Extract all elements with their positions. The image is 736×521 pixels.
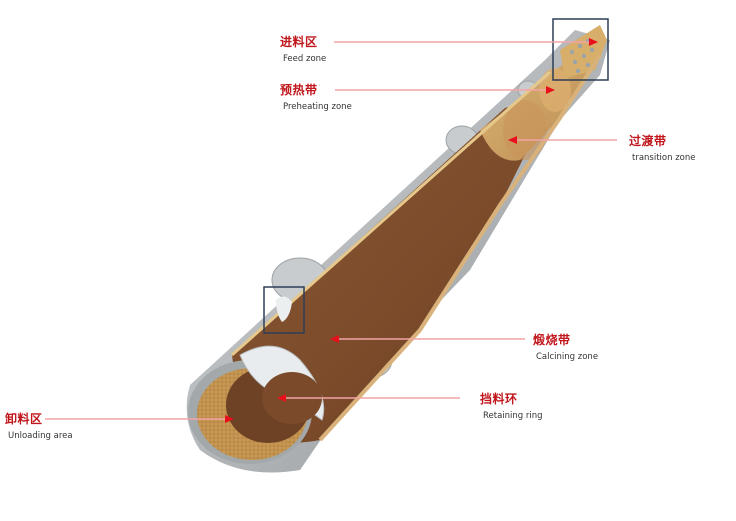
label-retaining-ring: 挡料环 Retaining ring bbox=[480, 392, 543, 422]
label-preheating-zone-cn: 预热带 bbox=[280, 83, 318, 97]
label-transition-zone-en: transition zone bbox=[632, 153, 696, 163]
label-feed-zone: 进料区 Feed zone bbox=[280, 35, 326, 65]
label-feed-zone-en: Feed zone bbox=[283, 54, 327, 64]
calcining-lining bbox=[232, 95, 555, 443]
label-calcining-zone-en: Calcining zone bbox=[536, 352, 599, 362]
feed-highlight-box bbox=[552, 18, 609, 81]
label-transition-zone: 过渡带 transition zone bbox=[629, 134, 695, 164]
label-retaining-ring-en: Retaining ring bbox=[483, 411, 543, 421]
label-preheating-zone: 预热带 Preheating zone bbox=[280, 83, 352, 113]
retaining-highlight-box bbox=[263, 286, 305, 334]
label-unloading-area-en: Unloading area bbox=[8, 431, 73, 441]
label-calcining-zone: 煅烧带 Calcining zone bbox=[533, 333, 598, 363]
label-transition-zone-cn: 过渡带 bbox=[629, 134, 667, 148]
label-unloading-area: 卸料区 Unloading area bbox=[5, 412, 73, 442]
label-unloading-area-cn: 卸料区 bbox=[5, 412, 43, 426]
label-retaining-ring-cn: 挡料环 bbox=[480, 392, 518, 406]
label-preheating-zone-en: Preheating zone bbox=[283, 102, 352, 112]
label-calcining-zone-cn: 煅烧带 bbox=[533, 333, 571, 347]
label-feed-zone-cn: 进料区 bbox=[280, 35, 318, 49]
